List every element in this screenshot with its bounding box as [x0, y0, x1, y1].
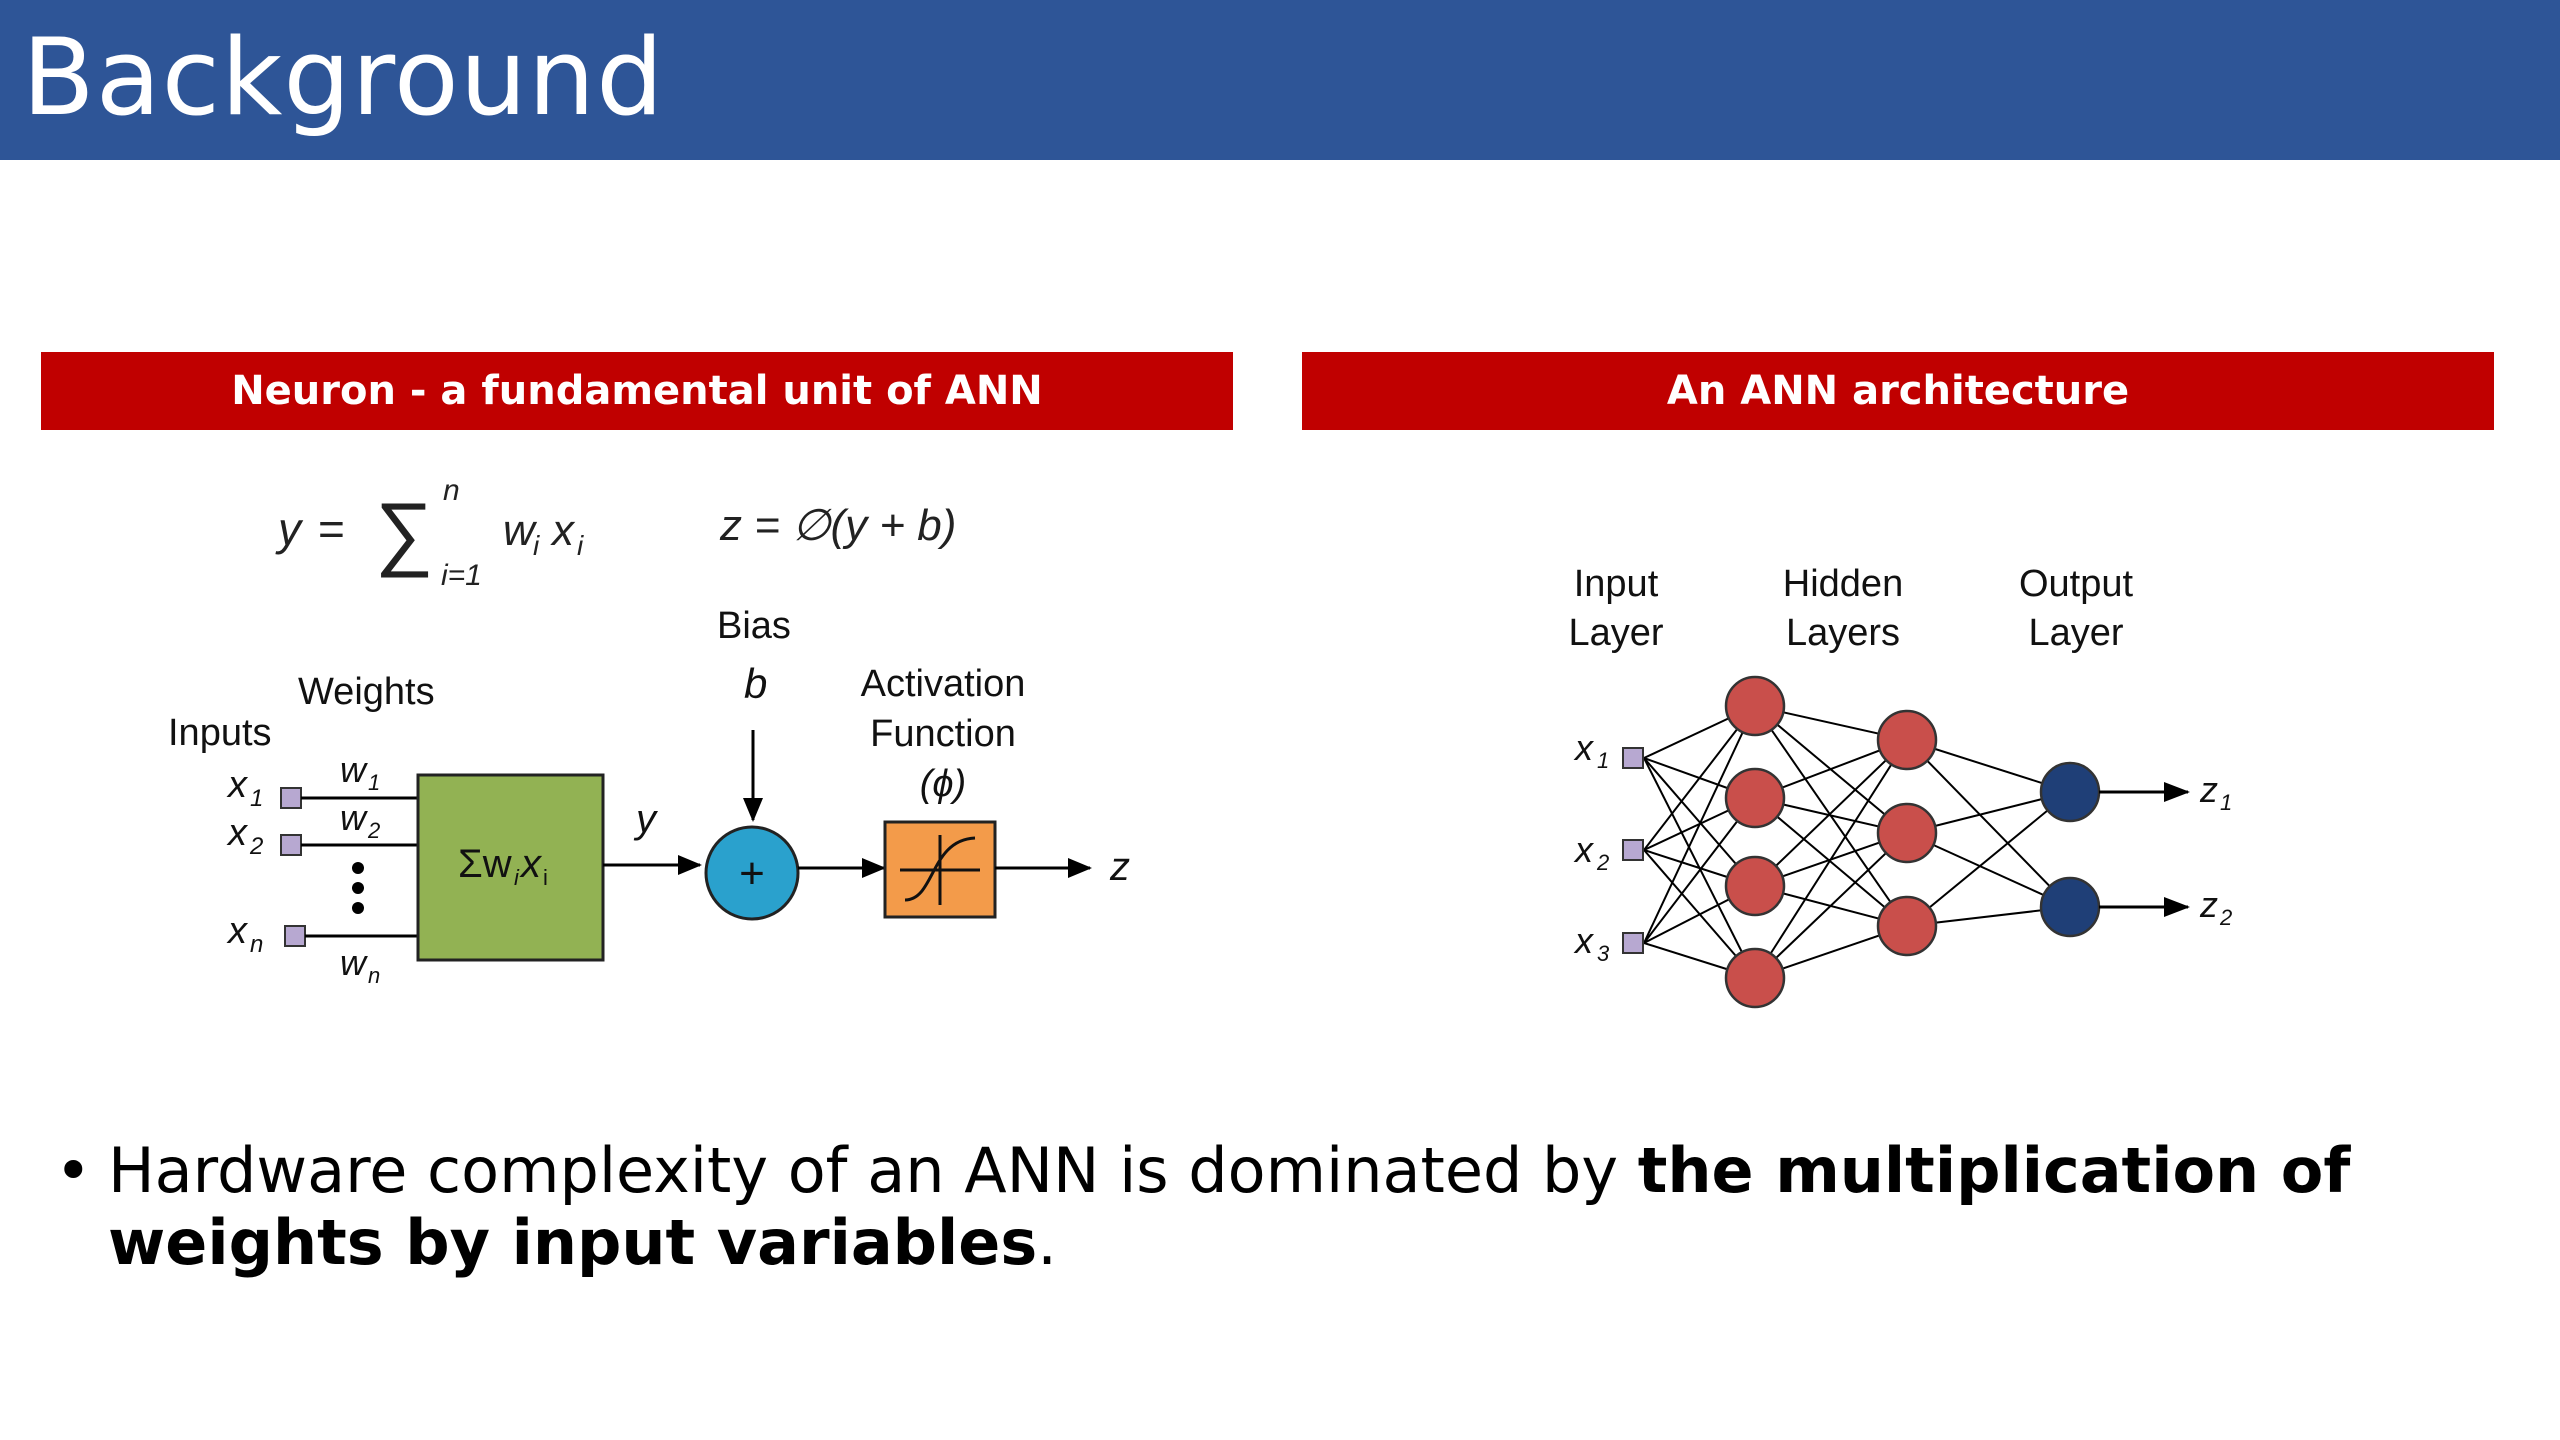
weight-n-sub: n — [368, 963, 380, 988]
input-node-n — [284, 925, 306, 947]
inputs-label: Inputs — [168, 712, 272, 754]
hidden-layers-label-1: Hidden — [1783, 563, 1903, 605]
ann-output-2-label: z — [2199, 884, 2218, 925]
weight-1-label: w — [340, 749, 368, 790]
input-layer-label-1: Input — [1574, 563, 1659, 605]
hidden-node — [1876, 895, 1938, 957]
bullet-text-bold: the multiplication of weights by input v… — [108, 1134, 2351, 1279]
ann-input-2-label: x — [1573, 829, 1595, 870]
bullet-marker: • — [55, 1134, 92, 1207]
bullet-text: Hardware complexity of an ANN is dominat… — [108, 1135, 2525, 1279]
sum-box-sub-w: i — [514, 865, 520, 890]
formula-x: x — [550, 506, 576, 555]
formula-y-eq: = — [318, 503, 345, 555]
formula-upper: n — [443, 474, 460, 507]
weight-1-sub: 1 — [368, 770, 380, 795]
formula-w-sub: i — [533, 530, 540, 561]
hidden-node — [1724, 675, 1786, 737]
output-layer-label-2: Layer — [2028, 612, 2123, 654]
sum-box-label: Σw — [458, 842, 512, 886]
input-node-1 — [280, 787, 302, 809]
weight-n-label: w — [340, 942, 368, 983]
hidden-node — [1724, 855, 1786, 917]
ann-input-node-2 — [1622, 839, 1644, 861]
ann-input-node-3 — [1622, 932, 1644, 954]
ann-output-2-sub: 2 — [2219, 905, 2232, 930]
ann-output-1-label: z — [2199, 769, 2218, 810]
input-2-label: x — [226, 812, 249, 854]
activation-curve-icon — [900, 835, 980, 905]
input-layer-label-2: Layer — [1568, 612, 1663, 654]
formula-w: w — [503, 506, 538, 555]
neuron-diagram: y = ∑ n i=1 w i x i z = ∅(y + b) Inputs … — [168, 474, 1130, 988]
summation-plus: + — [739, 849, 765, 898]
ann-input-3-label: x — [1573, 920, 1595, 961]
ann-input-1-sub: 1 — [1597, 748, 1609, 773]
formula-y-lhs: y — [275, 503, 304, 555]
formula-x-sub: i — [577, 530, 584, 561]
weighted-sum-box — [416, 773, 605, 962]
bullet-text-plain: Hardware complexity of an ANN is dominat… — [108, 1134, 1638, 1207]
sum-box-sub-x: i — [543, 865, 548, 890]
input-n-sub: n — [250, 931, 263, 958]
bullet-text-end: . — [1037, 1206, 1057, 1279]
neuron-panel-header: Neuron - a fundamental unit of ANN — [41, 352, 1233, 430]
input-node-2 — [280, 834, 302, 856]
formula-lower: i=1 — [441, 559, 482, 592]
weight-2-label: w — [340, 797, 368, 838]
hidden-node — [1876, 709, 1938, 771]
ann-panel-header: An ANN architecture — [1302, 352, 2494, 430]
activation-symbol: (ϕ) — [920, 763, 966, 805]
y-label: y — [633, 797, 659, 841]
ellipsis-dot-2 — [352, 882, 364, 894]
weights-label: Weights — [298, 671, 435, 713]
activation-label-2: Function — [870, 713, 1016, 755]
input-2-sub: 2 — [249, 833, 263, 860]
hidden-node — [1876, 802, 1938, 864]
ann-output-1-sub: 1 — [2220, 790, 2232, 815]
formula-sum: y = ∑ n i=1 w i x i — [275, 474, 584, 592]
ann-architecture-diagram: Input Layer Hidden Layers Output Layer x… — [1568, 563, 2232, 1009]
output-node-1 — [2039, 761, 2101, 823]
ann-input-2-sub: 2 — [1596, 850, 1609, 875]
bullet-point: • Hardware complexity of an ANN is domin… — [55, 1135, 2525, 1279]
ellipsis-dot-1 — [352, 862, 364, 874]
title-bar: Background — [0, 0, 2560, 160]
ellipsis-dot-3 — [352, 902, 364, 914]
sum-box-x: x — [519, 842, 543, 886]
weight-2-sub: 2 — [367, 818, 380, 843]
hidden-node — [1724, 947, 1786, 1009]
ann-input-node-1 — [1622, 747, 1644, 769]
output-node-2 — [2039, 876, 2101, 938]
activation-label-1: Activation — [861, 663, 1026, 705]
formula-z: z = ∅(y + b) — [719, 501, 956, 550]
input-1-label: x — [226, 764, 249, 806]
ann-input-1-label: x — [1573, 727, 1595, 768]
ann-input-3-sub: 3 — [1597, 941, 1610, 966]
output-label: z — [1109, 845, 1130, 889]
network-connections — [1643, 705, 2071, 979]
formula-sigma: ∑ — [375, 487, 433, 578]
bias-symbol: b — [744, 660, 767, 707]
input-n-label: x — [226, 910, 249, 952]
output-layer-label-1: Output — [2019, 563, 2134, 605]
slide-title: Background — [22, 16, 665, 139]
input-1-sub: 1 — [250, 785, 263, 812]
bias-label: Bias — [717, 605, 791, 647]
hidden-layers-label-2: Layers — [1786, 612, 1900, 654]
hidden-node — [1724, 767, 1786, 829]
summation-node — [704, 825, 800, 921]
